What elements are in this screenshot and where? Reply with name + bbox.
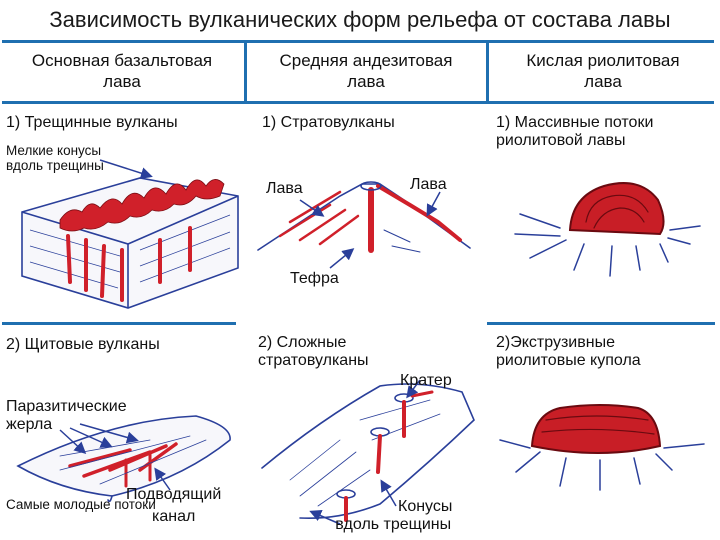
label-small-cones-line2: вдоль трещины xyxy=(6,157,104,173)
label-lava-right: Лава xyxy=(410,176,447,193)
item-massive-flows: 1) Массивные потоки риолитовой лавы xyxy=(496,114,653,149)
stratovolcano xyxy=(257,181,471,253)
column-divider-1 xyxy=(244,40,247,104)
label-tephra: Тефра xyxy=(290,270,339,287)
item-fissure-volcanoes: 1) Трещинные вулканы xyxy=(6,114,178,131)
column-header-andesite-line1: Средняя андезитовая xyxy=(279,51,453,70)
row-divider-right xyxy=(487,322,715,325)
item-massive-flows-line1: 1) Массивные потоки xyxy=(496,114,654,131)
item-extrusive-domes-line2: риолитовые купола xyxy=(496,351,641,369)
label-parasitic-vents-line1: Паразитические xyxy=(6,398,127,415)
column-header-basalt: Основная базальтовая лава xyxy=(4,50,240,93)
rhyolite-flow xyxy=(514,182,701,277)
item-massive-flows-line2: риолитовой лавы xyxy=(496,131,626,149)
label-small-cones-line1: Мелкие конусы xyxy=(6,143,102,158)
extrusive-dome xyxy=(499,404,705,491)
fissure-dikes xyxy=(66,226,192,302)
label-cones-along-fissure: Конусы вдоль трещины xyxy=(334,498,452,533)
label-lava-left: Лава xyxy=(266,180,303,197)
label-parasitic-vents-line2: жерла xyxy=(6,415,53,433)
label-cones-along-fissure-line1: Конусы xyxy=(398,498,453,515)
column-header-basalt-line2: лава xyxy=(103,72,141,92)
item-extrusive-domes: 2)Экструзивные риолитовые купола xyxy=(496,334,641,369)
item-complex-stratovolcanoes: 2) Сложные стратовулканы xyxy=(258,334,369,369)
item-complex-stratovolcanoes-line1: 2) Сложные xyxy=(258,334,347,351)
label-youngest-flows: Самые молодые потоки xyxy=(6,497,156,512)
label-cones-along-fissure-line2: вдоль трещины xyxy=(335,515,452,533)
label-small-cones: Мелкие конусы вдоль трещины xyxy=(6,143,104,174)
header-top-line xyxy=(2,40,714,43)
item-stratovolcanoes: 1) Стратовулканы xyxy=(262,114,395,131)
column-divider-2 xyxy=(486,40,489,104)
label-crater: Кратер xyxy=(400,372,452,389)
column-header-rhyolite: Кислая риолитовая лава xyxy=(490,50,716,93)
label-feeding-channel-line1: Подводящий xyxy=(126,486,222,503)
column-header-andesite-line2: лава xyxy=(347,72,385,92)
column-header-andesite: Средняя андезитовая лава xyxy=(248,50,484,93)
label-feeding-channel-line2: канал xyxy=(152,508,196,525)
column-header-basalt-line1: Основная базальтовая xyxy=(31,51,213,70)
complex-stratovolcano xyxy=(261,383,475,522)
row-divider-left xyxy=(2,322,236,325)
fissure-cones xyxy=(59,179,225,232)
column-header-rhyolite-line1: Кислая риолитовая xyxy=(526,51,680,70)
item-complex-stratovolcanoes-line2: стратовулканы xyxy=(258,351,369,369)
item-extrusive-domes-line1: 2)Экструзивные xyxy=(496,334,615,351)
shield-volcano xyxy=(16,415,231,503)
header-bottom-line xyxy=(2,101,714,104)
page-title: Зависимость вулканических форм рельефа о… xyxy=(49,7,671,32)
column-header-rhyolite-line2: лава xyxy=(584,72,622,92)
item-shield-volcanoes: 2) Щитовые вулканы xyxy=(6,336,160,353)
label-parasitic-vents: Паразитические жерла xyxy=(6,398,127,433)
